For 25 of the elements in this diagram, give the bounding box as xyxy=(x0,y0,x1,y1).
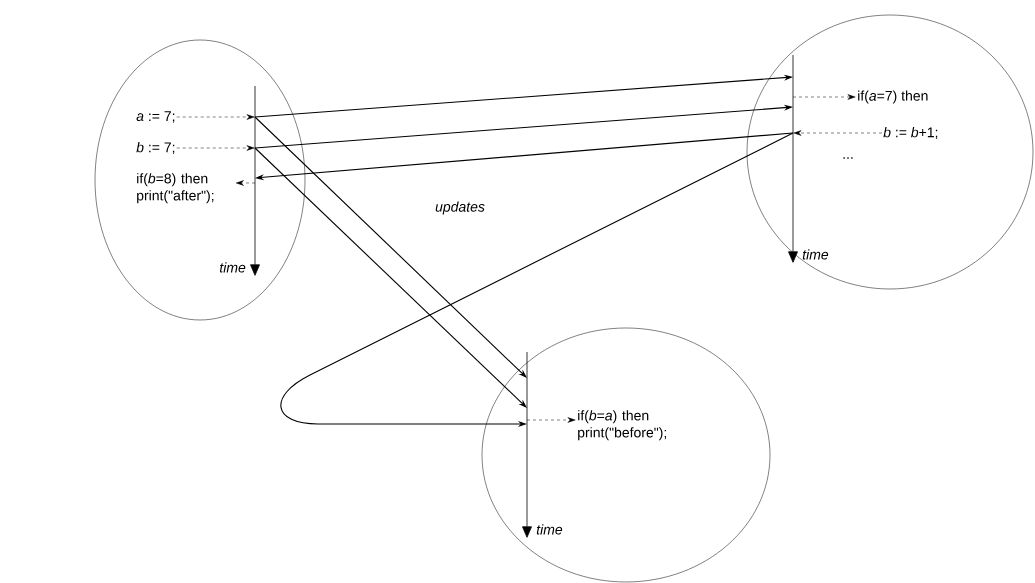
process-circle xyxy=(481,327,771,583)
code-text: b := 7; xyxy=(136,142,175,154)
pointer-arrow xyxy=(176,114,255,120)
pointer-arrow xyxy=(176,145,255,151)
timeline-arrow xyxy=(788,54,798,263)
process-circle xyxy=(746,14,1034,290)
pointer-arrow xyxy=(793,130,883,136)
annotation-label: ... xyxy=(843,157,853,159)
code-text: if(b=a) then print("before"); xyxy=(578,410,666,441)
pointer-arrow xyxy=(792,94,856,100)
timeline-arrow xyxy=(250,85,260,276)
pointer-arrow xyxy=(526,417,576,423)
message-arrow xyxy=(254,147,527,408)
annotation-label: updates xyxy=(435,201,485,215)
process-circle xyxy=(94,39,306,321)
message-arrow xyxy=(254,116,527,378)
code-text: b := b+1; xyxy=(883,127,938,139)
pointer-arrow xyxy=(235,180,256,186)
timeline-arrow xyxy=(522,351,532,538)
axis-label: time xyxy=(536,524,563,535)
axis-label: time xyxy=(802,249,829,260)
axis-label: time xyxy=(220,262,246,273)
code-text: a := 7; xyxy=(136,111,175,123)
code-text: if(a=7) then xyxy=(858,90,928,104)
code-text: if(b=8) then print("after"); xyxy=(137,173,214,204)
